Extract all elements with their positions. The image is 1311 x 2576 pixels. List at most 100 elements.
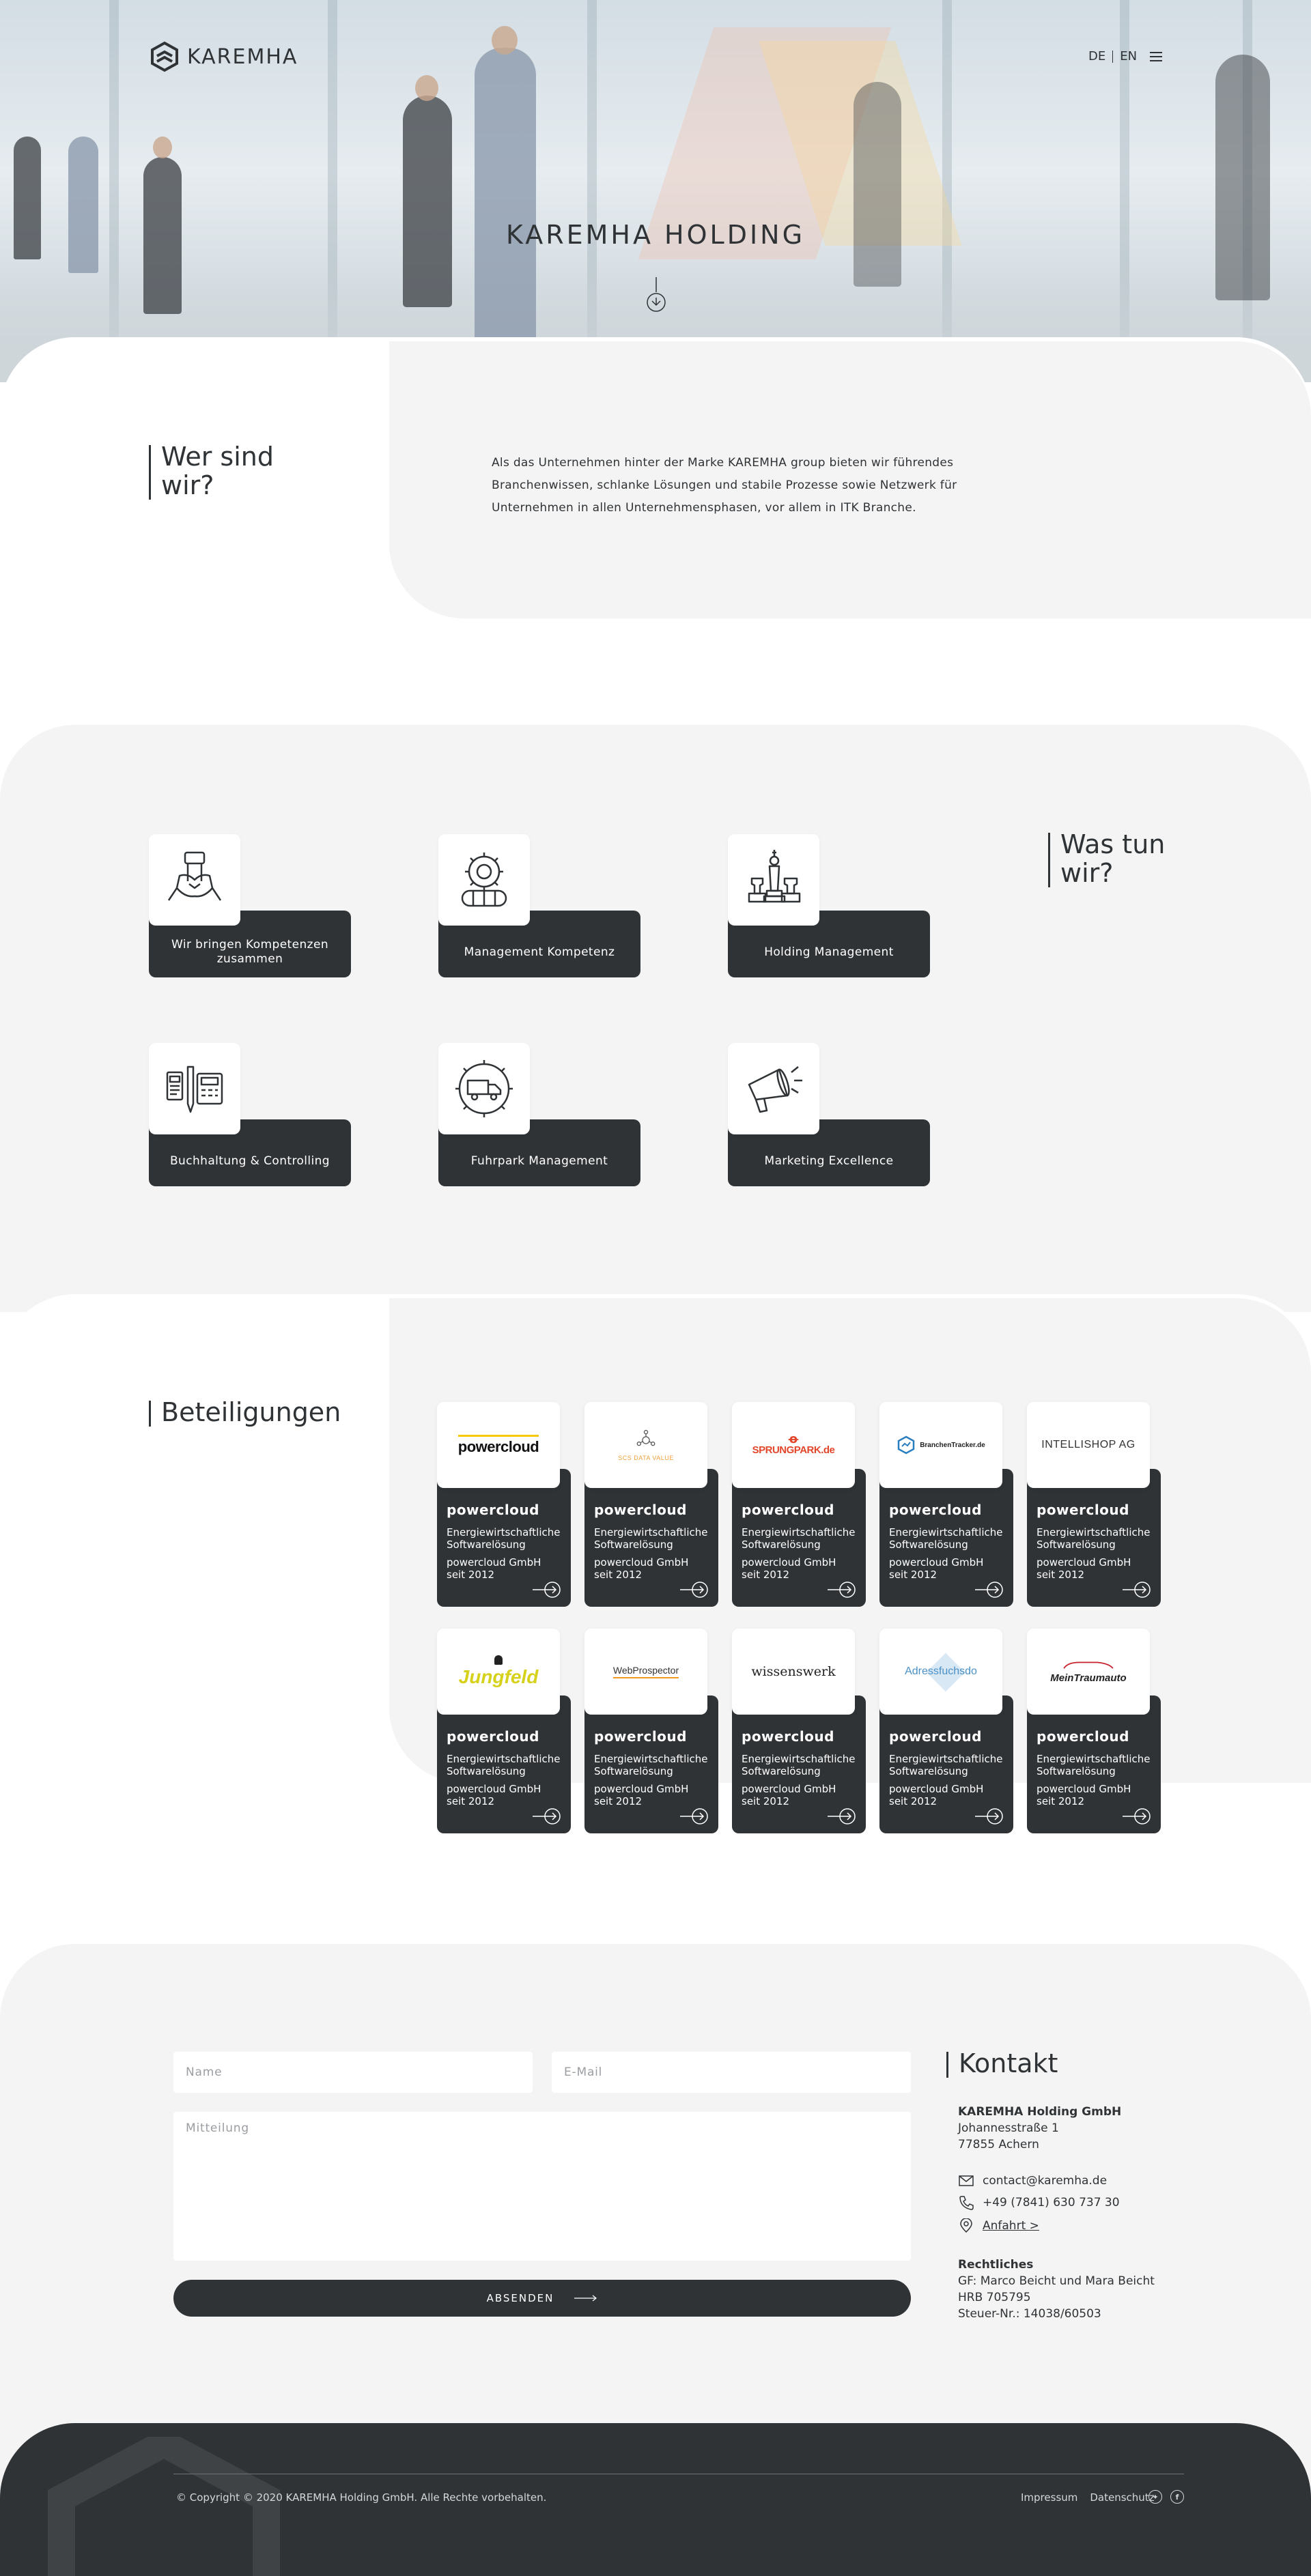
service-label: Buchhaltung & Controlling	[149, 1119, 351, 1186]
hero-person	[475, 48, 536, 341]
holding-card[interactable]: INTELLISHOP AG powercloud Energiewirtsch…	[1027, 1402, 1161, 1607]
jungfeld-bulb-icon	[494, 1655, 503, 1665]
message-textarea[interactable]	[173, 2112, 911, 2261]
hero-person	[492, 26, 518, 55]
twitter-icon[interactable]: ✦	[1148, 2490, 1162, 2504]
lang-en-link[interactable]: EN	[1120, 49, 1138, 63]
holding-logo-text: Jungfeld	[458, 1666, 539, 1687]
holding-logo: MeinTraumauto	[1027, 1629, 1150, 1715]
lang-de-link[interactable]: DE	[1088, 49, 1106, 63]
holding-name: powercloud	[742, 1502, 834, 1518]
company-street: Johannesstraße 1	[958, 2121, 1059, 2135]
holding-logo: ꝋ SPRUNGPARK.de	[732, 1402, 855, 1488]
arrow-right-icon[interactable]	[1121, 1581, 1151, 1599]
holding-logo-text: wissenswerk	[751, 1664, 836, 1679]
hero-person	[1215, 55, 1270, 300]
karemha-logo-icon	[151, 41, 178, 72]
arrow-right-icon[interactable]	[826, 1581, 856, 1599]
holding-card[interactable]: powercloud powercloud Energiewirtschaftl…	[437, 1402, 571, 1607]
hero-person	[14, 137, 41, 259]
arrow-right-icon[interactable]	[679, 1581, 709, 1599]
service-card[interactable]: Holding Management	[728, 834, 930, 977]
holding-desc: Energiewirtschaftliche Softwarelösung	[594, 1753, 708, 1777]
lang-separator	[1112, 50, 1114, 63]
holding-name: powercloud	[594, 1502, 687, 1518]
service-card[interactable]: Wir bringen Kompetenzen zusammen	[149, 834, 351, 977]
service-icon-box	[149, 1043, 240, 1134]
directions-link[interactable]: Anfahrt >	[983, 2219, 1039, 2233]
service-icon-box	[728, 834, 819, 926]
submit-button[interactable]: ABSENDEN	[173, 2280, 911, 2317]
arrow-right-icon[interactable]	[974, 1581, 1004, 1599]
holding-card[interactable]: wissenswerk powercloud Energiewirtschaft…	[732, 1629, 866, 1833]
contact-email[interactable]: contact@karemha.de	[983, 2174, 1108, 2188]
contact-phone[interactable]: +49 (7841) 630 737 30	[983, 2196, 1120, 2209]
holding-name: powercloud	[889, 1502, 982, 1518]
holding-logo: wissenswerk	[732, 1629, 855, 1715]
hero-person	[403, 96, 452, 307]
arrow-right-icon[interactable]	[826, 1807, 856, 1825]
name-input[interactable]	[173, 2052, 533, 2093]
holding-since: powercloud GmbH seit 2012	[742, 1783, 836, 1807]
holding-info: powercloud Energiewirtschaftliche Softwa…	[879, 1695, 1013, 1833]
about-title-line: Wer sind	[161, 442, 274, 472]
holding-desc: Energiewirtschaftliche Softwarelösung	[742, 1526, 856, 1551]
hero-person	[854, 82, 901, 287]
holding-since: powercloud GmbH seit 2012	[1037, 1783, 1131, 1807]
holding-card[interactable]: Adressfuchsdo powercloud Energiewirtscha…	[879, 1629, 1013, 1833]
holding-card[interactable]: Jungfeld powercloud Energiewirtschaftlic…	[437, 1629, 571, 1833]
arrow-right-icon[interactable]	[531, 1581, 561, 1599]
service-card[interactable]: Fuhrpark Management	[438, 1043, 640, 1186]
legal-title: Rechtliches	[958, 2258, 1034, 2272]
arrow-right-icon[interactable]	[1121, 1807, 1151, 1825]
brand-name: KAREMHA	[187, 44, 298, 69]
arrow-right-icon[interactable]	[974, 1807, 1004, 1825]
company-name: KAREMHA Holding GmbH	[958, 2105, 1122, 2119]
contact-phone-row[interactable]: +49 (7841) 630 737 30	[958, 2195, 1120, 2210]
hamburger-menu-icon[interactable]	[1150, 52, 1162, 61]
contact-email-row[interactable]: contact@karemha.de	[958, 2173, 1107, 2188]
holding-name: powercloud	[889, 1728, 982, 1745]
holding-since: powercloud GmbH seit 2012	[889, 1556, 984, 1581]
holding-since: powercloud GmbH seit 2012	[594, 1556, 689, 1581]
service-icon-box	[438, 1043, 530, 1134]
accounting-icon	[166, 1065, 223, 1113]
holding-since: powercloud GmbH seit 2012	[447, 1783, 541, 1807]
holding-since: powercloud GmbH seit 2012	[594, 1783, 689, 1807]
impressum-link[interactable]: Impressum	[1021, 2491, 1078, 2504]
holding-card[interactable]: MeinTraumauto powercloud Energiewirtscha…	[1027, 1629, 1161, 1833]
service-card[interactable]: Buchhaltung & Controlling	[149, 1043, 351, 1186]
holding-card[interactable]: WebProspector powercloud Energiewirtscha…	[584, 1629, 718, 1833]
holding-info: powercloud Energiewirtschaftliche Softwa…	[732, 1469, 866, 1607]
contact-directions-row[interactable]: Anfahrt >	[958, 2218, 1039, 2233]
language-switcher: DE EN	[1088, 49, 1137, 63]
hands-together-icon	[167, 851, 222, 901]
service-card[interactable]: Management Kompetenz	[438, 834, 640, 977]
holding-name: powercloud	[1037, 1728, 1129, 1745]
scroll-down-icon[interactable]	[646, 277, 666, 318]
hero-person	[153, 137, 172, 158]
holding-info: powercloud Energiewirtschaftliche Softwa…	[879, 1469, 1013, 1607]
phone-icon	[959, 2196, 974, 2210]
email-input[interactable]	[552, 2052, 911, 2093]
brand-logo[interactable]: KAREMHA	[149, 41, 298, 72]
holding-name: powercloud	[447, 1728, 539, 1745]
hero-title: KAREMHA HOLDING	[505, 220, 806, 250]
service-card[interactable]: Marketing Excellence	[728, 1043, 930, 1186]
datenschutz-link[interactable]: Datenschutz	[1090, 2491, 1155, 2504]
chess-pieces-icon	[748, 850, 801, 903]
holding-desc: Energiewirtschaftliche Softwarelösung	[1037, 1753, 1151, 1777]
holding-card[interactable]: SCS DATA VALUE powercloud Energiewirtsch…	[584, 1402, 718, 1607]
mail-icon	[959, 2175, 974, 2186]
holding-logo-text: INTELLISHOP AG	[1041, 1439, 1136, 1450]
arrow-right-icon[interactable]	[679, 1807, 709, 1825]
service-icon-box	[438, 834, 530, 926]
holding-card[interactable]: BranchenTracker.de powercloud Energiewir…	[879, 1402, 1013, 1607]
truck-gear-icon	[455, 1060, 513, 1117]
location-pin-icon	[960, 2218, 972, 2233]
facebook-icon[interactable]: f	[1170, 2490, 1184, 2504]
footer-logo-watermark-icon	[48, 2437, 280, 2576]
service-icon-box	[149, 834, 240, 926]
arrow-right-icon[interactable]	[531, 1807, 561, 1825]
holding-card[interactable]: ꝋ SPRUNGPARK.de powercloud Energiewirtsc…	[732, 1402, 866, 1607]
